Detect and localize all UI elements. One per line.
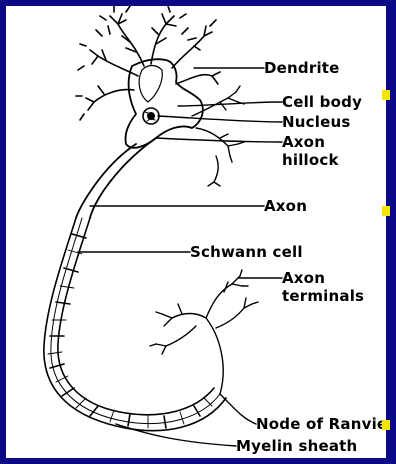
cell-body-outline [125,59,202,148]
label-axon-hillock-line1: Axon [282,134,325,150]
label-axon: Axon [264,198,307,214]
label-dendrite: Dendrite [264,60,340,76]
dendrites [76,6,220,120]
label-schwann-cell: Schwann cell [190,244,303,260]
yellow-bullet-marker [382,420,390,430]
yellow-bullet-marker [382,90,390,100]
label-cell-body: Cell body [282,94,362,110]
diagram-panel: Dendrite Cell body Nucleus Axon hillock … [6,6,386,458]
label-axon-hillock-line2: hillock [282,152,339,168]
yellow-bullet-marker [382,206,390,216]
label-node-of-ranvier: Node of Ranvie [256,416,387,432]
label-myelin-sheath: Myelin sheath [236,438,357,454]
label-axon-terminals-line1: Axon [282,270,325,286]
label-nucleus: Nucleus [282,114,350,130]
axon-terminals [150,270,258,394]
label-axon-terminals-line2: terminals [282,288,364,304]
